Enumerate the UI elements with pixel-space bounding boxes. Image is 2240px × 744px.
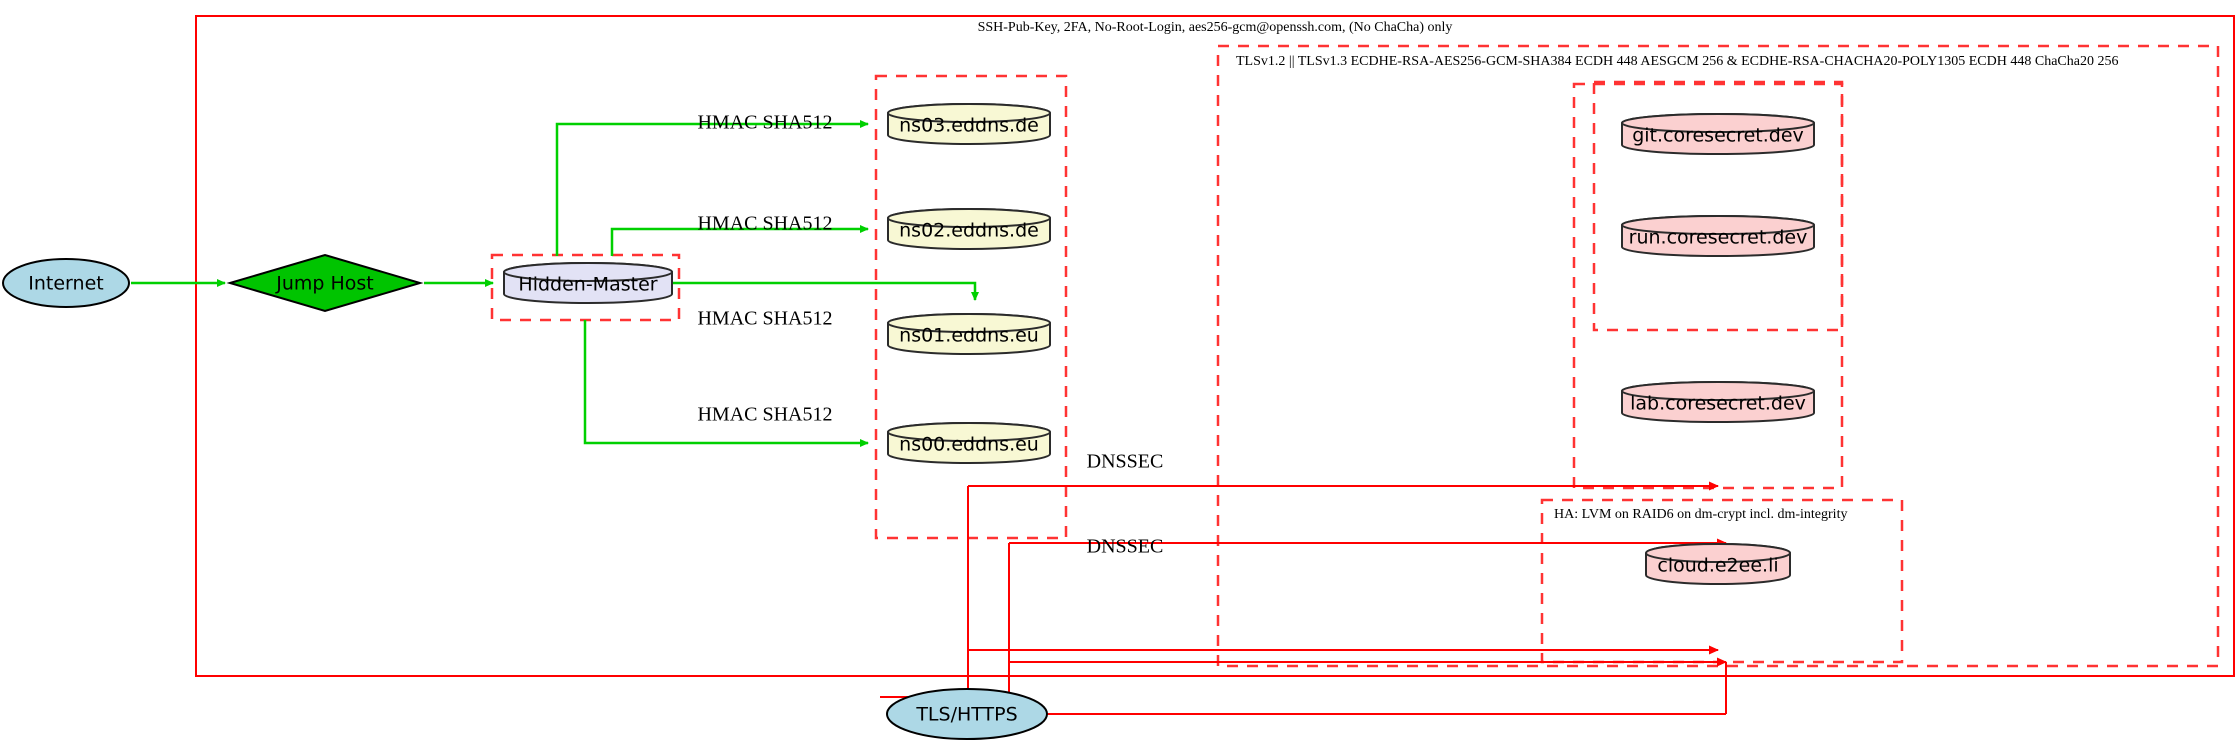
node-ns00[interactable]: ns00.eddns.eu: [887, 422, 1051, 464]
edge-hidden-master-to-ns02: [610, 225, 869, 256]
edge-label-hmac-ns03: HMAC SHA512: [697, 112, 832, 134]
node-ns03-label: ns03.eddns.de: [899, 115, 1039, 137]
node-cloud-e2ee-label: cloud.e2ee.li: [1657, 555, 1778, 577]
node-git-coresecret-label: git.coresecret.dev: [1632, 125, 1804, 147]
node-ns01[interactable]: ns01.eddns.eu: [887, 313, 1051, 355]
outer-perimeter-label: SSH-Pub-Key, 2FA, No-Root-Login, aes256-…: [978, 20, 1453, 35]
node-lab-coresecret[interactable]: lab.coresecret.dev: [1621, 381, 1815, 423]
node-git-coresecret[interactable]: git.coresecret.dev: [1621, 113, 1815, 155]
node-hidden-master[interactable]: Hidden-Master: [503, 262, 673, 304]
edge-label-hmac-ns00: HMAC SHA512: [697, 404, 832, 426]
node-tls-https[interactable]: TLS/HTTPS: [886, 688, 1048, 740]
tls-cluster-label: TLSv1.2 || TLSv1.3 ECDHE-RSA-AES256-GCM-…: [1236, 54, 2118, 69]
node-hidden-master-label: Hidden-Master: [518, 274, 657, 296]
coresecret-inner-cluster-box: [1592, 80, 1844, 332]
node-internet[interactable]: Internet: [2, 258, 130, 308]
node-internet-label: Internet: [28, 273, 103, 295]
node-jump-host[interactable]: Jump Host: [226, 253, 424, 313]
node-run-coresecret[interactable]: run.coresecret.dev: [1621, 215, 1815, 257]
node-ns00-label: ns00.eddns.eu: [899, 434, 1039, 456]
node-ns03[interactable]: ns03.eddns.de: [887, 103, 1051, 145]
edge-hidden-master-to-ns01: [668, 281, 979, 301]
node-tls-https-label: TLS/HTTPS: [915, 704, 1017, 726]
edge-hidden-master-to-ns00: [583, 320, 869, 447]
outer-perimeter-box: [195, 15, 2235, 677]
edge-label-hmac-ns01: HMAC SHA512: [697, 308, 832, 330]
node-ns01-label: ns01.eddns.eu: [899, 325, 1039, 347]
node-cloud-e2ee[interactable]: cloud.e2ee.li: [1645, 543, 1791, 585]
edge-label-dnssec-lower: DNSSEC: [1087, 536, 1164, 558]
node-ns02-label: ns02.eddns.de: [899, 220, 1039, 242]
edge-hidden-master-to-ns03: [555, 120, 869, 256]
node-run-coresecret-label: run.coresecret.dev: [1629, 227, 1808, 249]
ha-cluster-label: HA: LVM on RAID6 on dm-crypt incl. dm-in…: [1554, 507, 1847, 522]
node-lab-coresecret-label: lab.coresecret.dev: [1630, 393, 1806, 415]
node-jump-host-label: Jump Host: [275, 273, 374, 295]
edge-label-hmac-ns02: HMAC SHA512: [697, 213, 832, 235]
dns-cluster-box: [874, 74, 1068, 540]
node-ns02[interactable]: ns02.eddns.de: [887, 208, 1051, 250]
edge-label-dnssec-upper: DNSSEC: [1087, 451, 1164, 473]
coresecret-outer-cluster-box: [1572, 82, 1844, 490]
